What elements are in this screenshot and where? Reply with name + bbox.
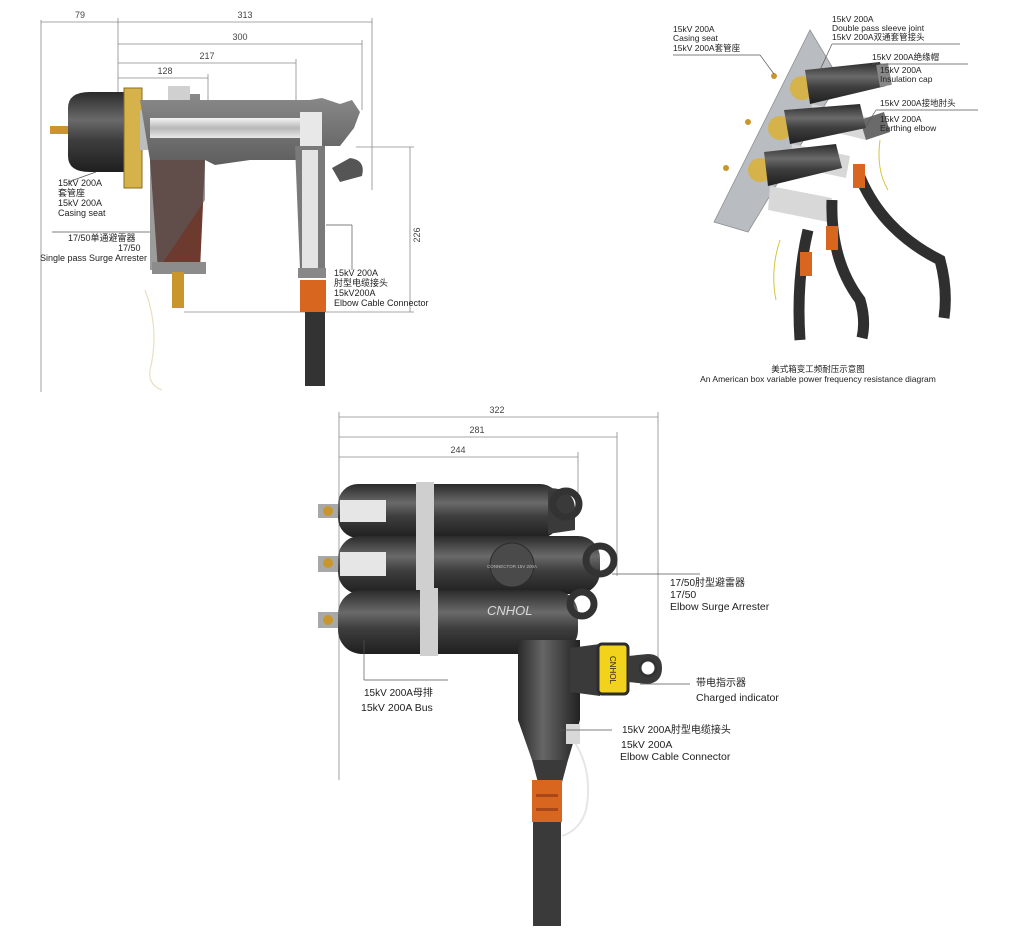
connector-row-3 xyxy=(723,144,842,222)
elbow-arrester-label-cn: 17/50肘型避雷器 xyxy=(670,576,745,589)
elbow-arrester-label-en-1: 17/50 xyxy=(670,589,696,601)
earthing-elbow-label-en-1: 15kV 200A xyxy=(880,114,922,124)
sleeve-joint-top xyxy=(805,62,886,104)
casing-seat-label-cn: 15kV 200A套管座 xyxy=(673,43,741,53)
ground-wire xyxy=(144,289,163,391)
dim-79: 79 xyxy=(75,10,85,20)
casing-seat-label-en-2: Casing seat xyxy=(673,33,719,43)
charged-indicator-label-en: Charged indicator xyxy=(696,692,779,704)
caption-en: An American box variable power frequency… xyxy=(700,374,936,384)
elbow-label-en-1: 15kV200A xyxy=(334,288,376,298)
rating-badge xyxy=(489,542,535,588)
elbow-insert xyxy=(302,150,318,270)
arrester-label-en-2: Single pass Surge Arrester xyxy=(40,253,147,263)
sleeve-joint-label-en-2: Double pass sleeve joint xyxy=(832,23,925,33)
elbow-connector-label-en-2: Elbow Cable Connector xyxy=(620,751,731,763)
dim-281: 281 xyxy=(469,425,484,435)
casing-seat-label-cn-2: 套管座 xyxy=(58,187,85,198)
center-rod xyxy=(150,118,320,138)
bus-label-en: 15kV 200A Bus xyxy=(361,702,433,714)
arrester-ground-stud xyxy=(172,272,184,308)
band xyxy=(416,482,434,540)
caption-cn: 美式箱变工频耐压示意图 xyxy=(771,364,865,374)
cable xyxy=(533,822,561,926)
elbow-arrester-label-en-2: Elbow Surge Arrester xyxy=(670,601,770,613)
mounting-flange xyxy=(123,87,143,189)
arrester-label-en-1: 17/50 xyxy=(118,243,141,253)
charged-indicator: CNHOL xyxy=(570,642,662,696)
bus-module-bottom: CNHOL xyxy=(318,588,598,656)
panel3-labels: 17/50肘型避雷器 17/50 Elbow Surge Arrester 带电… xyxy=(361,573,779,763)
charged-indicator-label-cn: 带电指示器 xyxy=(696,676,746,689)
dim-300: 300 xyxy=(232,32,247,42)
ground-wire xyxy=(561,737,590,837)
bus-module-middle: CONNECTOR 15V 200A xyxy=(318,534,618,596)
rating-badge-text: CONNECTOR 15V 200A xyxy=(487,564,537,569)
arrester-label-cn: 17/50单通避雷器 xyxy=(68,232,136,243)
insulation-cap-label-en-2: Insulation cap xyxy=(880,74,933,84)
insulation-cap-label-en-1: 15kV 200A xyxy=(880,65,922,75)
casing-seat-label-cn-1: 15kV 200A xyxy=(58,178,102,188)
earthing-elbow-label-en-2: Earthing elbow xyxy=(880,123,937,133)
panel-cutaway-assembly: 79 313 300 217 128 226 xyxy=(40,10,429,392)
casing-seat-label-en-2: Casing seat xyxy=(58,208,106,218)
arrester-base xyxy=(152,262,206,274)
dimension-lines xyxy=(40,18,414,392)
sleeve-joint-label-en-1: 15kV 200A xyxy=(832,14,874,24)
cable-sleeve xyxy=(532,780,562,822)
dim-226: 226 xyxy=(412,227,422,242)
panel-elbow-assembly: 322 281 244 CONNECTOR 15V 200A CNHOL xyxy=(318,405,779,926)
casing-seat-label-en-1: 15kV 200A xyxy=(673,24,715,34)
dim-217: 217 xyxy=(199,51,214,61)
elbow-label-cn-2: 肘型电缆接头 xyxy=(334,277,388,288)
dim-128: 128 xyxy=(157,66,172,76)
panel2-labels: 15kV 200A Casing seat 15kV 200A套管座 15kV … xyxy=(673,14,978,384)
dim-322: 322 xyxy=(489,405,504,415)
panel3-dimension-lines xyxy=(338,412,659,780)
elbow-label-en-2: Elbow Cable Connector xyxy=(334,298,429,308)
t-body-cutaway xyxy=(140,86,363,391)
sleeve-joint-label-cn: 15kV 200A双通套管接头 xyxy=(832,32,925,42)
earthing-elbow-label-cn: 15kV 200A接地肘头 xyxy=(880,98,956,108)
brass-terminal xyxy=(50,126,70,134)
dim-244: 244 xyxy=(450,445,465,455)
pulling-eye xyxy=(549,487,583,521)
casing-seat-label-en-1: 15kV 200A xyxy=(58,198,102,208)
bus-label-cn: 15kV 200A母排 xyxy=(364,686,433,699)
bus-module-top xyxy=(318,482,583,540)
indicator-brand: CNHOL xyxy=(608,656,617,685)
insulation-cap-label-cn: 15kV 200A绝缘帽 xyxy=(872,52,939,62)
test-cables xyxy=(773,139,951,341)
cable-sleeve xyxy=(300,280,326,312)
elbow-connector-label-en-1: 15kV 200A xyxy=(621,739,672,751)
dim-313: 313 xyxy=(237,10,252,20)
elbow-label-cn-1: 15kV 200A xyxy=(334,268,378,278)
cable xyxy=(305,312,325,386)
brand-logo: CNHOL xyxy=(487,603,533,618)
panel1-labels: 15kV 200A 套管座 15kV 200A Casing seat 17/5… xyxy=(40,171,429,308)
pulling-eye xyxy=(332,158,363,182)
elbow-connector-label-cn: 15kV 200A肘型电缆接头 xyxy=(622,723,731,736)
top-port xyxy=(168,86,190,100)
casing-body xyxy=(68,92,128,172)
panel-box-test-diagram: 15kV 200A Casing seat 15kV 200A套管座 15kV … xyxy=(673,14,978,384)
